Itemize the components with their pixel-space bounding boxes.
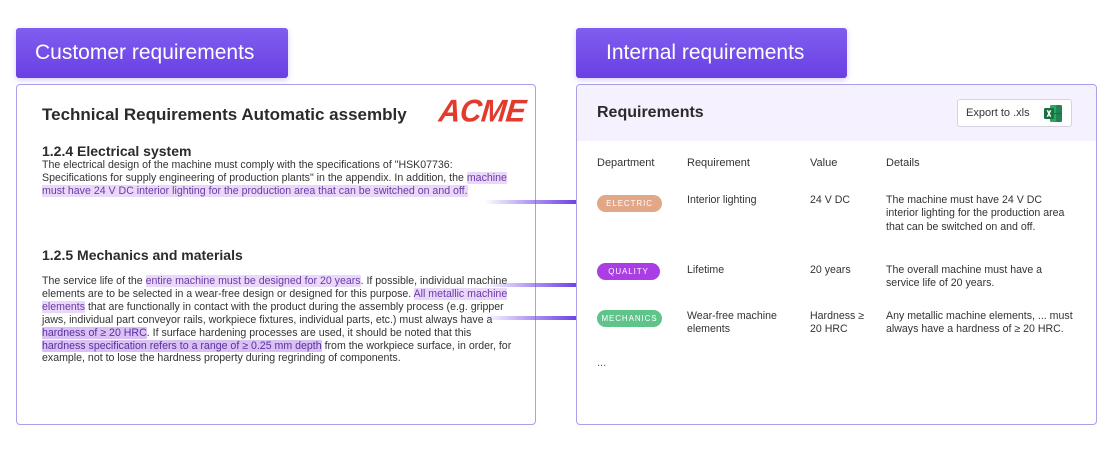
document-title: Technical Requirements Automatic assembl… <box>42 105 407 124</box>
department-badge-electric: ELECTRIC <box>597 195 662 212</box>
details-cell: The overall machine must have a service … <box>886 264 1043 290</box>
more-rows-ellipsis: ... <box>597 357 607 369</box>
department-badge-mechanics: MECHANICS <box>597 310 662 327</box>
acme-logo: ACME <box>437 94 528 129</box>
connector-quality <box>484 283 579 287</box>
export-xls-button[interactable]: Export to .xls <box>957 99 1072 127</box>
department-badge-quality: QUALITY <box>597 263 660 280</box>
section-heading-mechanics: 1.2.5 Mechanics and materials <box>42 247 243 263</box>
highlight-lifetime[interactable]: entire machine must be designed for 20 y… <box>145 275 361 287</box>
requirement-cell: Interior lighting <box>687 194 757 206</box>
internal-requirements-panel: Requirements Export to .xls Department R… <box>576 84 1097 425</box>
section-heading-electrical: 1.2.4 Electrical system <box>42 143 192 159</box>
body-text: The service life of the <box>42 275 146 287</box>
section-body-electrical: The electrical design of the machine mus… <box>42 159 512 198</box>
highlight-hardness-depth[interactable]: hardness specification refers to a range… <box>42 339 322 352</box>
requirements-header: Requirements Export to .xls <box>577 85 1096 141</box>
requirement-cell: Wear-free machine elements <box>687 310 777 336</box>
value-cell: 20 years <box>810 264 851 276</box>
requirement-cell: Lifetime <box>687 264 725 276</box>
customer-requirements-label: Customer requirements <box>16 28 288 78</box>
body-text: The electrical design of the machine mus… <box>42 159 467 184</box>
column-header-requirement[interactable]: Requirement <box>687 157 750 169</box>
customer-document-panel: Technical Requirements Automatic assembl… <box>16 84 536 425</box>
details-cell: Any metallic machine elements, ... must … <box>886 310 1073 336</box>
body-text: . If surface hardening processes are use… <box>146 326 472 339</box>
column-header-details[interactable]: Details <box>886 157 920 169</box>
internal-requirements-label: Internal requirements <box>576 28 847 78</box>
body-text: . If possible, individual machine elemen… <box>42 275 508 300</box>
body-text: that are functionally in contact with th… <box>42 300 504 326</box>
connector-mechanics <box>484 316 579 320</box>
column-header-department[interactable]: Department <box>597 157 655 169</box>
export-button-label: Export to .xls <box>966 107 1030 119</box>
excel-icon <box>1044 105 1062 122</box>
value-cell: 24 V DC <box>810 194 851 206</box>
column-header-value[interactable]: Value <box>810 157 838 169</box>
highlight-hardness[interactable]: hardness of ≥ 20 HRC <box>42 326 147 339</box>
details-cell: The machine must have 24 V DC interior l… <box>886 194 1065 233</box>
value-cell: Hardness ≥ 20 HRC <box>810 310 865 336</box>
connector-electric <box>484 200 579 204</box>
section-body-mechanics: The service life of the entire machine m… <box>42 275 512 365</box>
body-text: from the workpiece surface, in order, fo… <box>42 339 512 365</box>
requirements-title: Requirements <box>597 104 704 121</box>
